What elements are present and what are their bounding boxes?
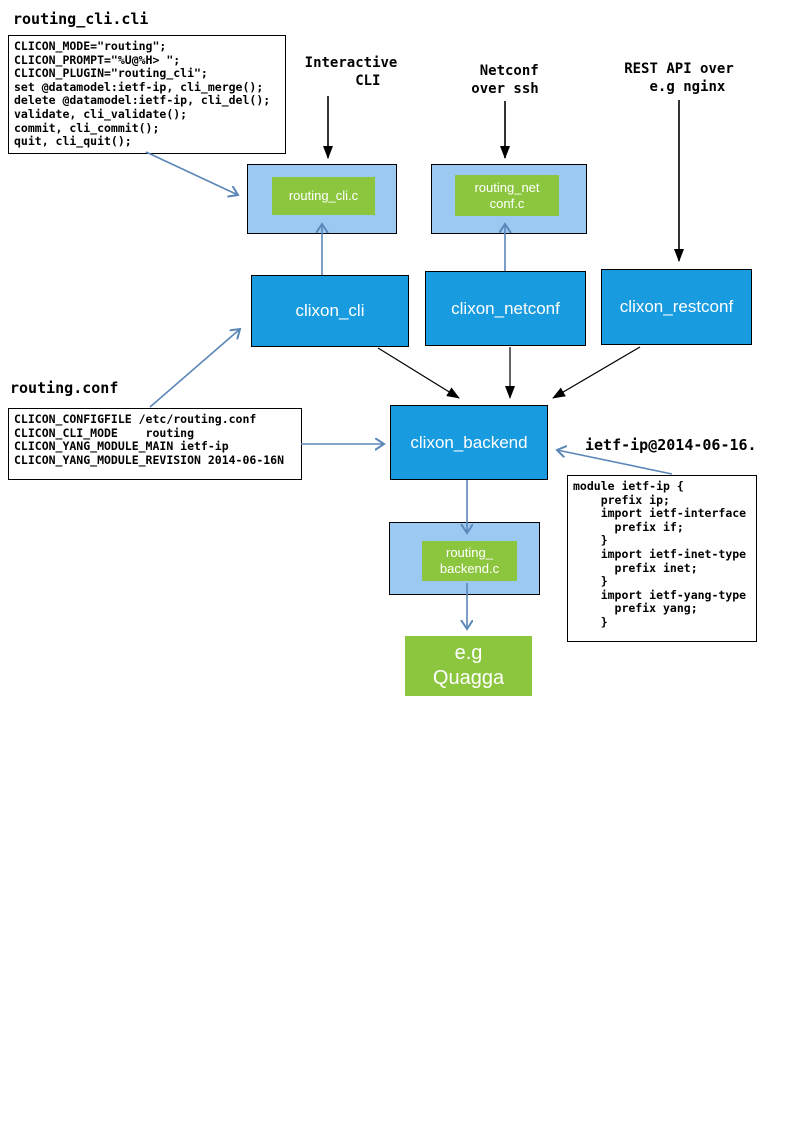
conf-file-code-box: CLICON_CONFIGFILE /etc/routing.conf CLIC… xyxy=(8,408,302,480)
daemon-box-restconf: clixon_restconf xyxy=(601,269,752,345)
cli-spec-title: routing_cli.cli xyxy=(13,10,149,28)
conf-file-title: routing.conf xyxy=(10,379,119,397)
arrow-cli-to-backend xyxy=(377,347,460,399)
yang-module-label: ietf-ip@2014-06-16. xyxy=(585,436,757,454)
conf-file-code: CLICON_CONFIGFILE /etc/routing.conf CLIC… xyxy=(14,412,285,467)
daemon-box-netconf: clixon_netconf xyxy=(425,271,586,346)
arrow-conffile-to-cli-daemon xyxy=(149,329,240,408)
access-label-restapi: REST API over e.g nginx xyxy=(624,61,734,95)
access-label-netconf: Netconf over ssh xyxy=(471,63,539,97)
plugin-chip-cli: routing_cli.c xyxy=(272,177,375,215)
cli-spec-code: CLICON_MODE="routing"; CLICON_PROMPT="%U… xyxy=(14,39,271,149)
daemon-box-cli: clixon_cli xyxy=(251,275,409,347)
daemon-box-backend: clixon_backend xyxy=(390,405,548,480)
arrow-restconf-to-backend xyxy=(552,346,641,399)
arrow-clifile-to-plugin-box xyxy=(145,151,238,195)
yang-module-code: module ietf-ip { prefix ip; import ietf-… xyxy=(573,479,747,629)
plugin-chip-backend: routing_ backend.c xyxy=(422,541,517,581)
yang-module-code-box: module ietf-ip { prefix ip; import ietf-… xyxy=(567,475,757,642)
access-label-interactive-cli: Interactive CLI xyxy=(304,55,398,89)
plugin-chip-netconf: routing_net conf.c xyxy=(455,175,559,216)
cli-spec-code-box: CLICON_MODE="routing"; CLICON_PROMPT="%U… xyxy=(8,35,286,154)
external-box-quagga: e.g Quagga xyxy=(405,636,532,696)
